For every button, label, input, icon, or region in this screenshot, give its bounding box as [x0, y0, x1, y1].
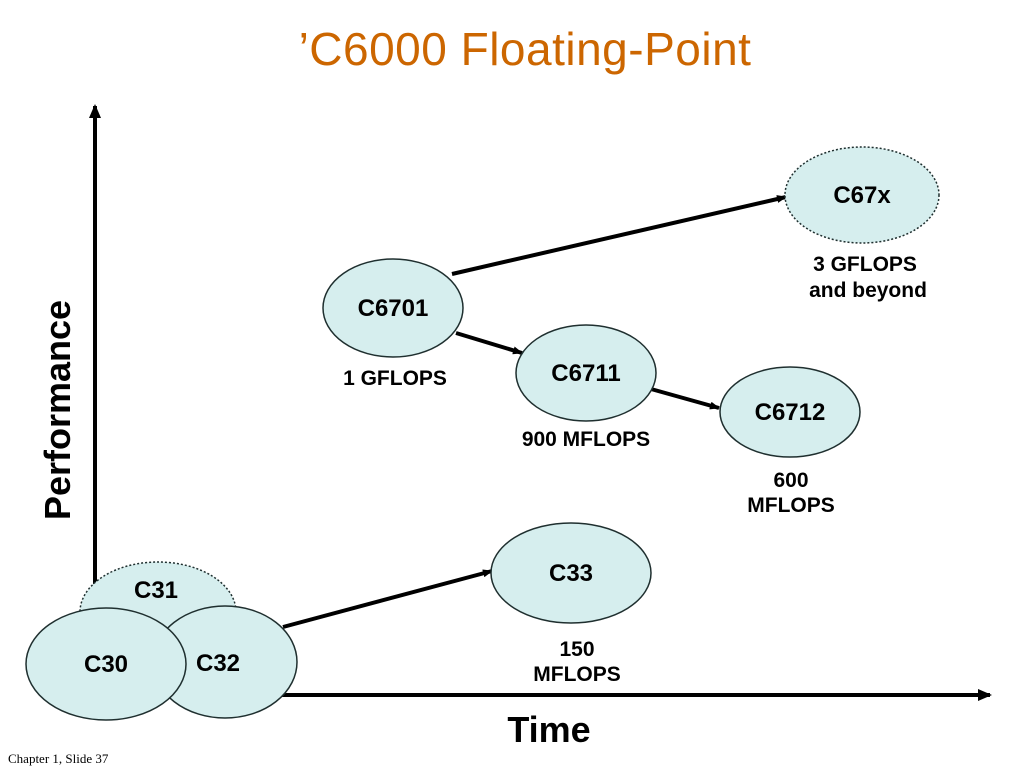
node-c31-label: C31: [134, 577, 178, 604]
node-c67x-label: C67x: [833, 182, 891, 209]
node-c6701-perf-line1: 1 GFLOPS: [343, 367, 447, 390]
node-c67x: C67x 3 GFLOPS and beyond: [784, 146, 940, 302]
node-c32-label: C32: [196, 650, 240, 677]
node-c33-perf-line1: 150: [559, 638, 594, 661]
node-c6711-perf-line1: 900 MFLOPS: [522, 428, 650, 451]
node-c6712: C6712 600 MFLOPS: [719, 366, 861, 517]
slide-footer: Chapter 1, Slide 37: [8, 751, 109, 766]
node-c6701: C6701 1 GFLOPS: [322, 258, 464, 390]
node-c6711-label: C6711: [551, 360, 620, 387]
node-c6701-label: C6701: [358, 295, 429, 322]
node-c6712-perf-line2: MFLOPS: [747, 494, 835, 517]
node-c6711: C6711 900 MFLOPS: [515, 324, 657, 451]
node-c33-label: C33: [549, 560, 593, 587]
node-c6712-label: C6712: [755, 399, 826, 426]
node-c30: C30: [25, 607, 187, 721]
node-c33-perf-line2: MFLOPS: [533, 663, 621, 686]
node-c67x-perf-line2: and beyond: [809, 279, 927, 302]
arrow-c32-to-c33: [282, 569, 493, 629]
arrow-c6711-to-c6712: [650, 387, 720, 410]
node-c33: C33 150 MFLOPS: [490, 522, 652, 686]
y-axis-label: Performance: [37, 300, 78, 520]
x-axis-label: Time: [507, 709, 590, 750]
arrow-c6701-to-c67x: [451, 195, 787, 276]
node-c30-label: C30: [84, 651, 128, 678]
arrow-c6701-to-c6711: [455, 331, 523, 355]
slide-title: ’C6000 Floating-Point: [298, 23, 752, 75]
node-c6712-perf-line1: 600: [773, 469, 808, 492]
node-c67x-perf-line1: 3 GFLOPS: [813, 253, 917, 276]
